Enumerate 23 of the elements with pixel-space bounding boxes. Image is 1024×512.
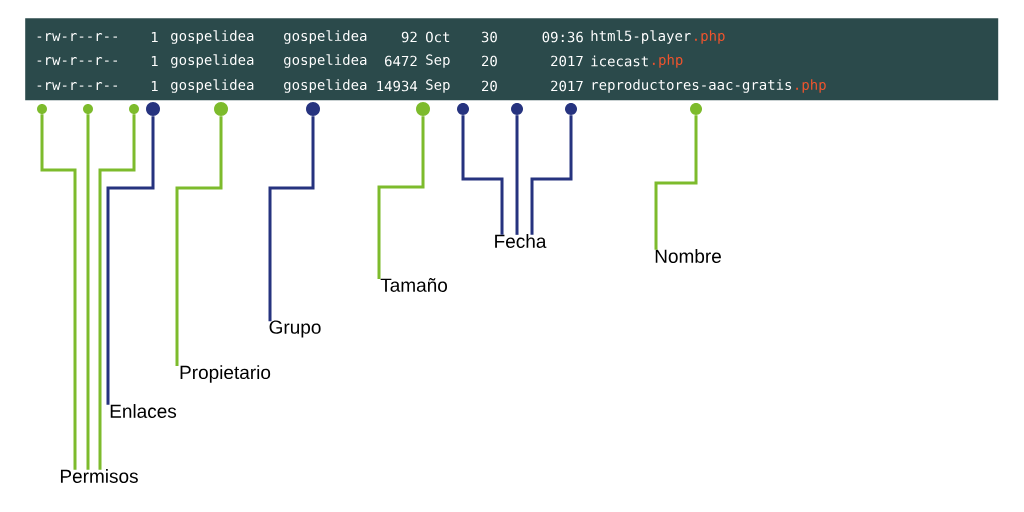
callout-label: Fecha [495, 234, 547, 248]
callout-label: Grupo [269, 320, 321, 338]
leader-line [40, 114, 77, 470]
leader-dot [306, 102, 320, 116]
callout-label: Nombre [655, 249, 721, 263]
leader-line [106, 116, 155, 405]
leader-line [86, 114, 90, 470]
leader-line [268, 116, 315, 322]
leader-line [654, 115, 698, 250]
leader-dot [146, 102, 160, 116]
leader-dot [416, 102, 430, 116]
callout-label: Tamaño [380, 278, 447, 292]
leader-line [515, 115, 519, 235]
callout-label: Propietario [180, 365, 271, 383]
callout-label: Permisos [60, 469, 138, 483]
callout-label: Enlaces [110, 404, 177, 418]
leader-line [461, 115, 504, 235]
leader-line [377, 116, 425, 279]
leader-line [98, 114, 136, 470]
terminal-listing: -rw-r--r-- 1 gospelidea gospelidea 92 Oct 30 09:36 html5-player .php -rw-r--r-- 1 gospelidea gospelidea 6472 Sep 20 2017 icecast .php -rw-r--r-- 1 gospelidea gospelidea 14934 Sep 20 2017 reproductores-aac-gratis .php [25, 18, 999, 101]
leader-line [175, 116, 223, 366]
leader-dot [214, 102, 228, 116]
leader-line [530, 115, 573, 235]
